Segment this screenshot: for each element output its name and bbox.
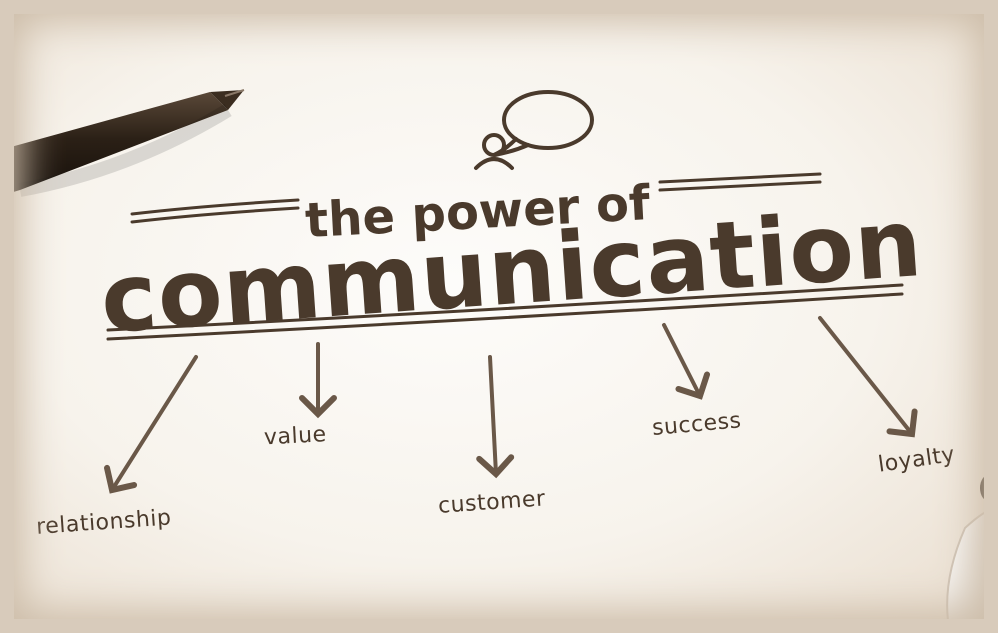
person-icon — [474, 133, 514, 170]
leaf-customer: customer — [437, 486, 547, 518]
arrow-relationship — [104, 355, 198, 494]
leaf-relationship: relationship — [35, 505, 172, 539]
leaf-value: value — [263, 422, 327, 450]
subtitle-rules — [130, 172, 822, 224]
arrow-customer — [476, 355, 515, 479]
marker-pen — [946, 474, 998, 633]
leaf-loyalty: loyalty — [877, 442, 957, 478]
leaf-success: success — [651, 408, 742, 441]
pen — [0, 89, 245, 197]
branch-arrows — [104, 316, 918, 494]
speech-bubble-icon — [493, 90, 594, 157]
arrow-success — [662, 323, 711, 400]
arrow-loyalty — [818, 316, 918, 438]
title-underline — [106, 283, 904, 341]
